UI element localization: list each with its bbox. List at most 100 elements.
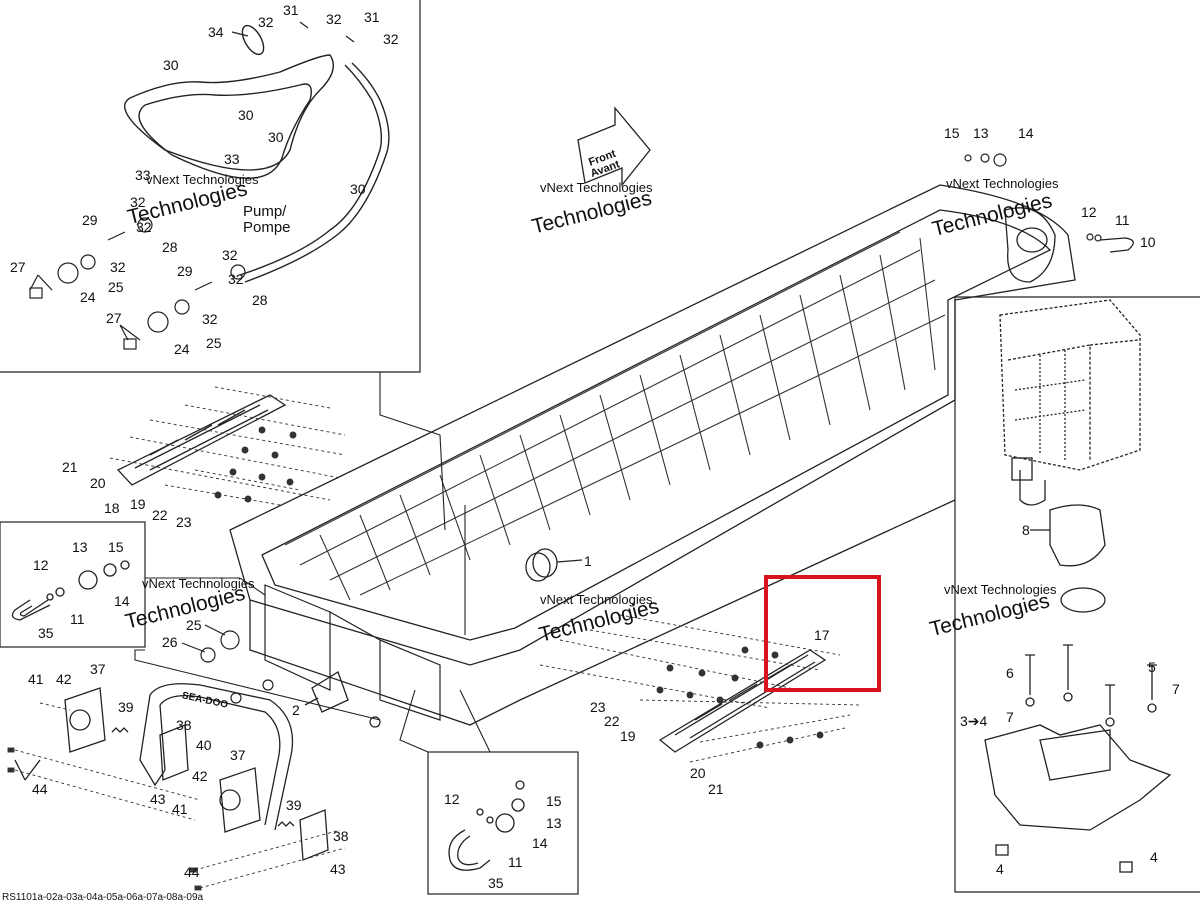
hook-35-inner <box>19 599 49 617</box>
washer <box>731 674 739 682</box>
left-grate-hardware <box>109 386 346 506</box>
hardware-leader <box>164 484 281 506</box>
connector-29 <box>107 231 213 291</box>
watermark-line1: vNext Technologies <box>944 582 1057 597</box>
callout: 39 <box>118 699 134 715</box>
spring-39 <box>111 727 129 733</box>
hull-ribs <box>284 231 946 601</box>
part-1-fitting <box>525 548 583 582</box>
nut-15 <box>120 560 130 570</box>
callout: 17 <box>814 627 830 643</box>
transom-fittings <box>181 624 381 728</box>
right-intake-grate <box>658 649 827 753</box>
washer-7 <box>1063 692 1073 702</box>
left-intake-grate <box>116 394 287 486</box>
washer <box>771 651 779 659</box>
front-arrow-shape <box>577 106 651 187</box>
callout: 24 <box>80 289 96 305</box>
grommet <box>200 647 216 663</box>
washer <box>716 696 724 704</box>
callout: 21 <box>62 459 78 475</box>
left-inset-hook <box>11 560 130 621</box>
stern-panel-right <box>379 639 441 721</box>
callout: 28 <box>162 239 178 255</box>
hardware-leader <box>639 699 861 706</box>
rib-line <box>799 294 831 426</box>
washer-7c <box>1025 697 1035 707</box>
callout: 40 <box>196 737 212 753</box>
fitting-28 <box>137 217 153 233</box>
callout: 23 <box>590 699 606 715</box>
fitting-24 <box>57 262 79 284</box>
leader-line <box>399 689 429 753</box>
tray-3 <box>984 724 1172 831</box>
callout: 3➔4 <box>960 713 988 729</box>
callout: 32 <box>326 11 342 27</box>
inset-bottom-frame <box>427 751 579 895</box>
callout: 22 <box>152 507 168 523</box>
callout: 43 <box>150 791 166 807</box>
hook-10 <box>1099 237 1134 253</box>
callout: 10 <box>1140 234 1156 250</box>
pump-fittings <box>29 21 355 350</box>
leader-line <box>556 559 583 563</box>
sleeve-body <box>311 671 349 713</box>
grommet <box>369 716 381 728</box>
grate-body <box>658 649 827 753</box>
pump-hose-assembly <box>124 24 390 283</box>
hardware-leader <box>559 639 791 689</box>
washer-11 <box>486 816 494 824</box>
washer <box>258 473 266 481</box>
rib-line <box>329 279 936 581</box>
watermark-line1: vNext Technologies <box>540 592 653 607</box>
rib-line <box>319 534 351 601</box>
highlight-box-item-17[interactable] <box>764 575 881 692</box>
part-2-sleeve <box>304 671 349 713</box>
callout: 15 <box>546 793 562 809</box>
callout: 22 <box>604 713 620 729</box>
washer <box>741 646 749 654</box>
tray-3-inner <box>1039 729 1111 781</box>
hardware-leader <box>14 749 201 801</box>
fitting-25 <box>80 254 96 270</box>
washer-11 <box>55 587 65 597</box>
callout: 35 <box>38 625 54 641</box>
rib-line <box>359 314 946 596</box>
callout: 32 <box>383 31 399 47</box>
callout: 32 <box>202 311 218 327</box>
callout: 33 <box>224 151 240 167</box>
rib-line <box>399 494 431 576</box>
plate-38b <box>299 809 329 861</box>
callout: 32 <box>110 259 126 275</box>
washer <box>271 451 279 459</box>
callout: 30 <box>163 57 179 73</box>
rib-line <box>299 249 921 566</box>
callout: 32 <box>136 219 152 235</box>
callout: 29 <box>82 212 98 228</box>
rib-line <box>519 434 551 531</box>
leader-line <box>134 649 381 721</box>
hose-30-outer <box>124 54 334 171</box>
inset-top-left-frame <box>0 0 421 373</box>
rib-line <box>839 274 871 411</box>
fitting-31 <box>299 21 355 43</box>
bottom-inset-hook <box>448 780 525 871</box>
washer <box>656 686 664 694</box>
washer <box>686 691 694 699</box>
washer-13 <box>980 153 990 163</box>
plate-38 <box>159 724 189 781</box>
bolt <box>7 767 15 773</box>
watermark-line1: vNext Technologies <box>946 176 1059 191</box>
callout: 43 <box>330 861 346 877</box>
stern-panel <box>264 584 331 691</box>
callout: 19 <box>620 728 636 744</box>
hose-30-lower-inner <box>244 62 390 283</box>
control-module-assembly <box>984 299 1172 873</box>
washer-12 <box>476 808 484 816</box>
leader-line <box>379 372 446 531</box>
grate-slot <box>694 663 793 721</box>
hull-outline <box>229 184 1076 666</box>
hook-35-inner <box>457 835 479 866</box>
hose-30-inner <box>138 83 312 179</box>
